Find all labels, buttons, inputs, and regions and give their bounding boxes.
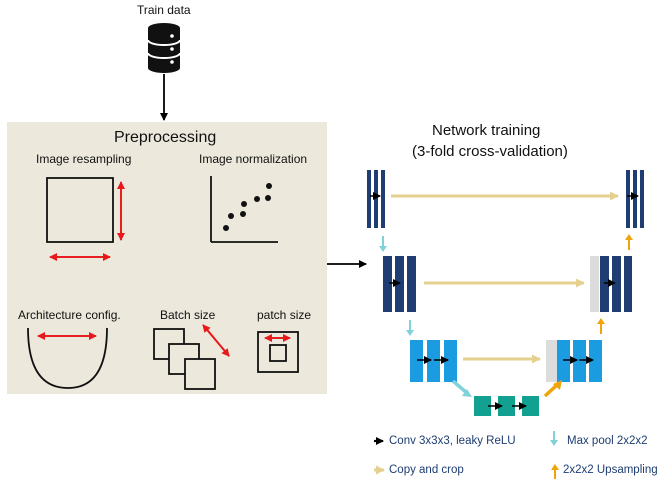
legend-conv-label: Conv 3x3x3, leaky ReLU bbox=[389, 435, 516, 447]
architecture-config-icon bbox=[27, 327, 108, 389]
unet-level3-decoder bbox=[546, 340, 602, 382]
unet-level1-decoder bbox=[626, 170, 644, 228]
architecture-config-label: Architecture config. bbox=[18, 308, 121, 322]
batch-size-label: Batch size bbox=[160, 308, 216, 322]
maxpool-arrow-1 bbox=[379, 236, 387, 252]
maxpool-arrow-2 bbox=[406, 320, 414, 336]
image-resampling-label: Image resampling bbox=[36, 152, 132, 166]
unet-bottleneck bbox=[474, 396, 539, 416]
unet-level2-decoder bbox=[590, 256, 632, 312]
legend-maxpool-arrow-icon bbox=[550, 431, 558, 446]
upsample-arrow-2 bbox=[597, 318, 605, 334]
upsample-arrow-1 bbox=[625, 234, 633, 250]
legend-copy-label: Copy and crop bbox=[389, 464, 464, 476]
legend-upsampling-arrow-icon bbox=[551, 464, 559, 479]
unet-level2-encoder bbox=[383, 256, 416, 312]
database-icon bbox=[147, 23, 181, 73]
patch-size-icon bbox=[257, 331, 299, 373]
unet-level3-encoder bbox=[410, 340, 457, 382]
maxpool-arrow-3 bbox=[451, 379, 469, 395]
normalization-scatter-icon bbox=[210, 176, 278, 243]
patch-size-label: patch size bbox=[257, 308, 312, 322]
network-subtitle: (3-fold cross-validation) bbox=[412, 143, 568, 160]
network-title: Network training bbox=[432, 122, 541, 139]
unet-level1-encoder bbox=[367, 170, 385, 228]
train-data-label: Train data bbox=[137, 3, 191, 17]
image-normalization-label: Image normalization bbox=[199, 152, 308, 166]
legend-upsampling-label: 2x2x2 Upsampling bbox=[563, 464, 657, 476]
legend-maxpool-label: Max pool 2x2x2 bbox=[567, 435, 648, 447]
batch-size-icon bbox=[153, 324, 230, 390]
resampling-icon bbox=[46, 177, 125, 261]
preprocessing-title: Preprocessing bbox=[114, 129, 217, 146]
